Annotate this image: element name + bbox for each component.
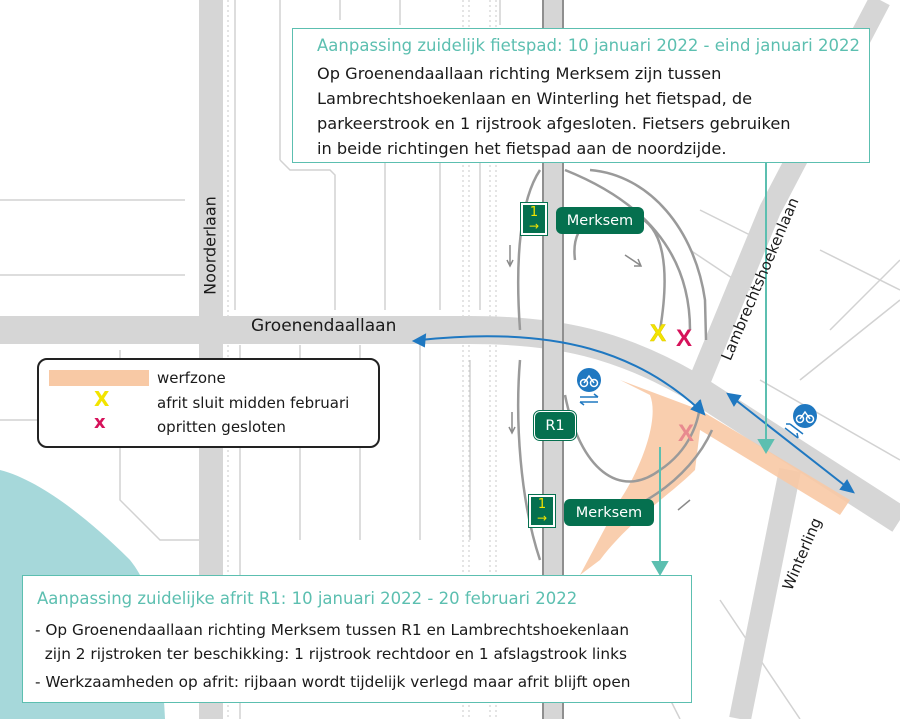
faded-red-x-marker: X	[678, 420, 694, 447]
arrow-right-icon: →	[528, 219, 540, 233]
legend: werfzone X afrit sluit midden februari x…	[37, 358, 380, 448]
bicycle-icon	[577, 368, 601, 392]
worksite-zone	[580, 380, 850, 575]
callout-title: Aanpassing zuidelijk fietspad: 10 januar…	[317, 36, 860, 55]
street-label-groenendaallaan: Groenendaallaan	[251, 316, 397, 336]
yellow-x-symbol: X	[94, 387, 110, 411]
ramp-direction-arrows	[506, 245, 691, 511]
yellow-x-marker: X	[650, 320, 666, 347]
bicycle-icon	[793, 404, 817, 428]
callout-line: Lambrechtshoekenlaan en Winterling het f…	[317, 89, 753, 108]
callout-line: zijn 2 rijstroken ter beschikking: 1 rij…	[35, 645, 627, 663]
merksem-sign-top: Merksem	[556, 207, 644, 234]
street-label-noorderlaan: Noorderlaan	[200, 196, 220, 295]
callout-line: parkeerstrook en 1 rijstrook afgesloten.…	[317, 114, 791, 133]
callout-line: - Op Groenendaallaan richting Merksem tu…	[35, 621, 630, 639]
bidirectional-arrow-icon	[579, 393, 599, 406]
merksem-sign-bottom: Merksem	[564, 499, 654, 526]
exit-number: 1	[529, 205, 539, 220]
exit-number-sign: 1 →	[520, 202, 548, 236]
callout-exit-r1: Aanpassing zuidelijke afrit R1: 10 janua…	[22, 575, 692, 703]
road-groenendaallaan	[0, 316, 900, 532]
callout-text: - Op Groenendaallaan richting Merksem tu…	[35, 618, 631, 694]
worksite-swatch	[49, 370, 149, 386]
arrow-right-icon: →	[536, 511, 548, 525]
callout-line: in beide richtingen het fietspad aan de …	[317, 139, 727, 158]
legend-label-worksite: werfzone	[157, 369, 226, 387]
bike-route-arrows	[411, 333, 855, 494]
road-winterling	[729, 467, 801, 719]
callout-cycle-path: Aanpassing zuidelijk fietspad: 10 januar…	[292, 28, 870, 163]
red-x-marker: X	[676, 325, 692, 352]
exit-number: 1	[537, 497, 547, 512]
legend-label-ramps-closed: opritten gesloten	[157, 418, 286, 436]
red-x-symbol: x	[94, 412, 106, 433]
legend-label-exit-closing: afrit sluit midden februari	[157, 394, 350, 412]
callout-line: Op Groenendaallaan richting Merksem zijn…	[317, 64, 722, 83]
callout-text: Op Groenendaallaan richting Merksem zijn…	[317, 61, 791, 161]
bidirectional-arrow-icon	[784, 423, 804, 439]
callout-pointers	[651, 162, 775, 576]
callout-line: - Werkzaamheden op afrit: rijbaan wordt …	[35, 673, 631, 691]
callout-title: Aanpassing zuidelijke afrit R1: 10 janua…	[37, 589, 578, 608]
exit-number-sign: 1 →	[528, 494, 556, 528]
r1-sign: R1	[533, 410, 577, 441]
